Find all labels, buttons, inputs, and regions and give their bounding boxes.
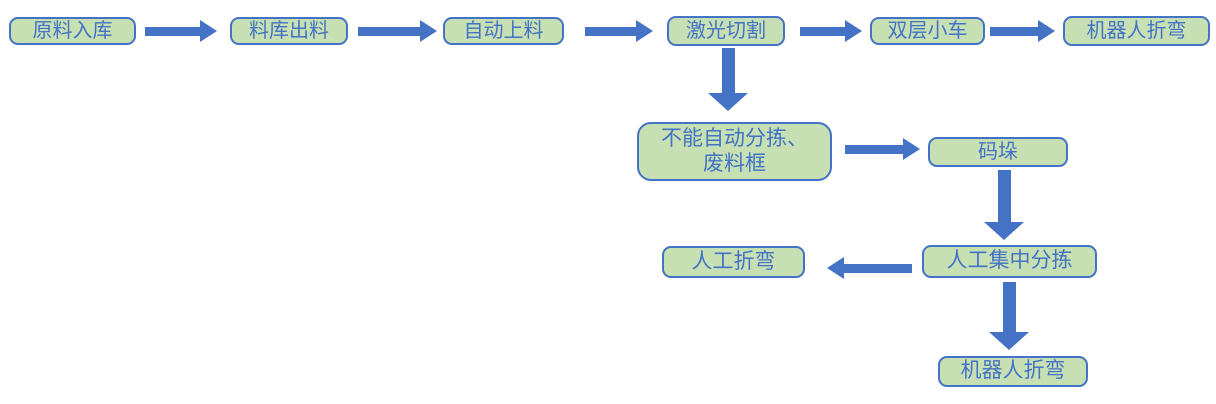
node-auto-loading: 自动上料 <box>443 17 564 45</box>
node-line-2: 废料框 <box>703 151 766 175</box>
node-robot-bending-top: 机器人折弯 <box>1063 16 1210 46</box>
node-raw-material-inbound: 原料入库 <box>9 17 136 45</box>
arrow-shaft <box>585 26 636 36</box>
arrow-head-icon <box>420 20 437 42</box>
arrow-right-icon-laser-to-cart <box>800 20 862 42</box>
node-laser-cutting: 激光切割 <box>667 16 785 46</box>
node-cannot-auto-sort-waste-bin: 不能自动分拣、 废料框 <box>637 122 832 181</box>
node-palletizing: 码垛 <box>928 137 1068 167</box>
arrow-shaft <box>145 26 200 36</box>
arrow-down-icon-palletizing-to-sorting <box>984 170 1024 240</box>
arrow-shaft <box>358 26 420 36</box>
arrow-head-icon <box>845 20 862 42</box>
arrow-down-icon-laser-to-waste <box>707 48 749 111</box>
arrow-head-icon <box>1038 20 1055 42</box>
node-manual-bending: 人工折弯 <box>662 246 805 278</box>
arrow-right-icon-outfeed-to-loading <box>358 20 437 42</box>
arrow-head-icon <box>708 93 748 111</box>
node-robot-bending-bottom: 机器人折弯 <box>938 356 1088 387</box>
arrow-head-icon <box>200 20 217 42</box>
arrow-shaft <box>800 26 845 36</box>
arrow-right-icon-raw-to-outfeed <box>145 20 217 42</box>
arrow-shaft <box>997 170 1011 222</box>
node-double-deck-cart: 双层小车 <box>870 17 985 45</box>
arrow-head-icon <box>827 257 844 279</box>
arrow-shaft <box>844 263 912 273</box>
arrow-shaft <box>845 144 903 154</box>
arrow-shaft <box>1002 282 1016 332</box>
arrow-head-icon <box>984 222 1024 240</box>
node-line-1: 不能自动分拣、 <box>661 127 808 151</box>
arrow-head-icon <box>989 332 1029 350</box>
arrow-right-icon-loading-to-laser <box>585 20 653 42</box>
arrow-right-icon-cart-to-robot <box>990 20 1055 42</box>
arrow-right-icon-waste-to-palletizing <box>845 138 920 160</box>
arrow-shaft <box>721 48 735 93</box>
node-warehouse-outfeed: 料库出料 <box>230 17 348 45</box>
arrow-head-icon <box>903 138 920 160</box>
arrow-head-icon <box>636 20 653 42</box>
node-manual-central-sorting: 人工集中分拣 <box>922 245 1097 278</box>
arrow-left-icon-sorting-to-manual-bending <box>827 257 912 279</box>
arrow-down-icon-sorting-to-robot-bending <box>989 282 1029 350</box>
arrow-shaft <box>990 26 1038 36</box>
